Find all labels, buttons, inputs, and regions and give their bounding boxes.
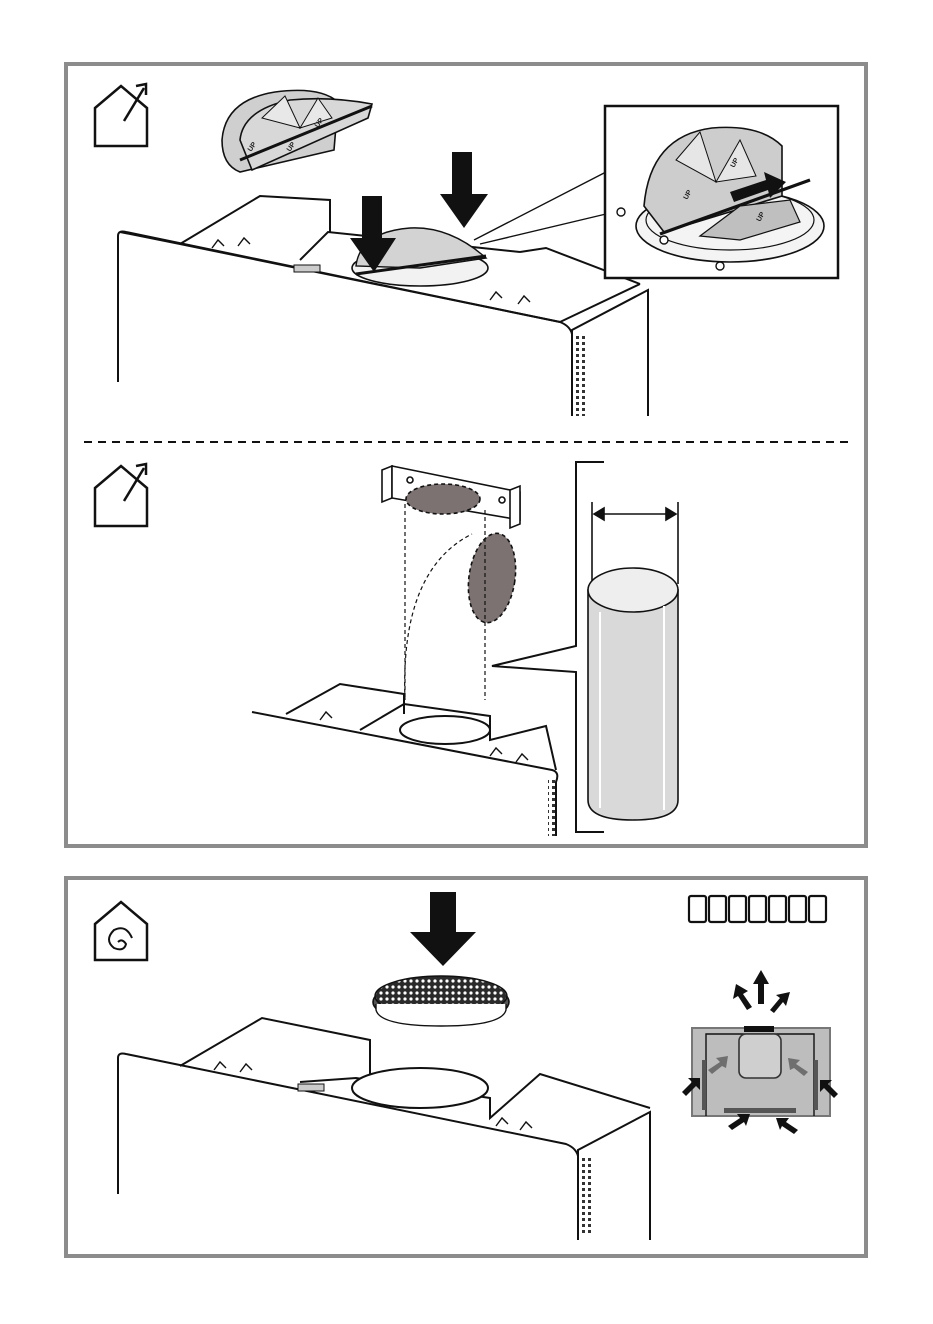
hood-body	[118, 196, 648, 416]
filter-set-icon	[689, 896, 826, 922]
carbon-filter	[373, 976, 509, 1026]
recirculation-mode-icon	[95, 902, 147, 960]
ducted-mode-icon	[95, 84, 147, 146]
damper-detail-inset: UP UP UP	[605, 106, 838, 278]
ducted-mode-icon	[95, 464, 147, 526]
duct-pipe	[588, 568, 678, 820]
insert-filter-arrow	[410, 892, 476, 966]
callout-lines	[474, 172, 606, 244]
hood-body	[252, 684, 558, 836]
hood-body	[118, 1018, 650, 1240]
damper-flaps: UP UP UP	[222, 90, 372, 172]
